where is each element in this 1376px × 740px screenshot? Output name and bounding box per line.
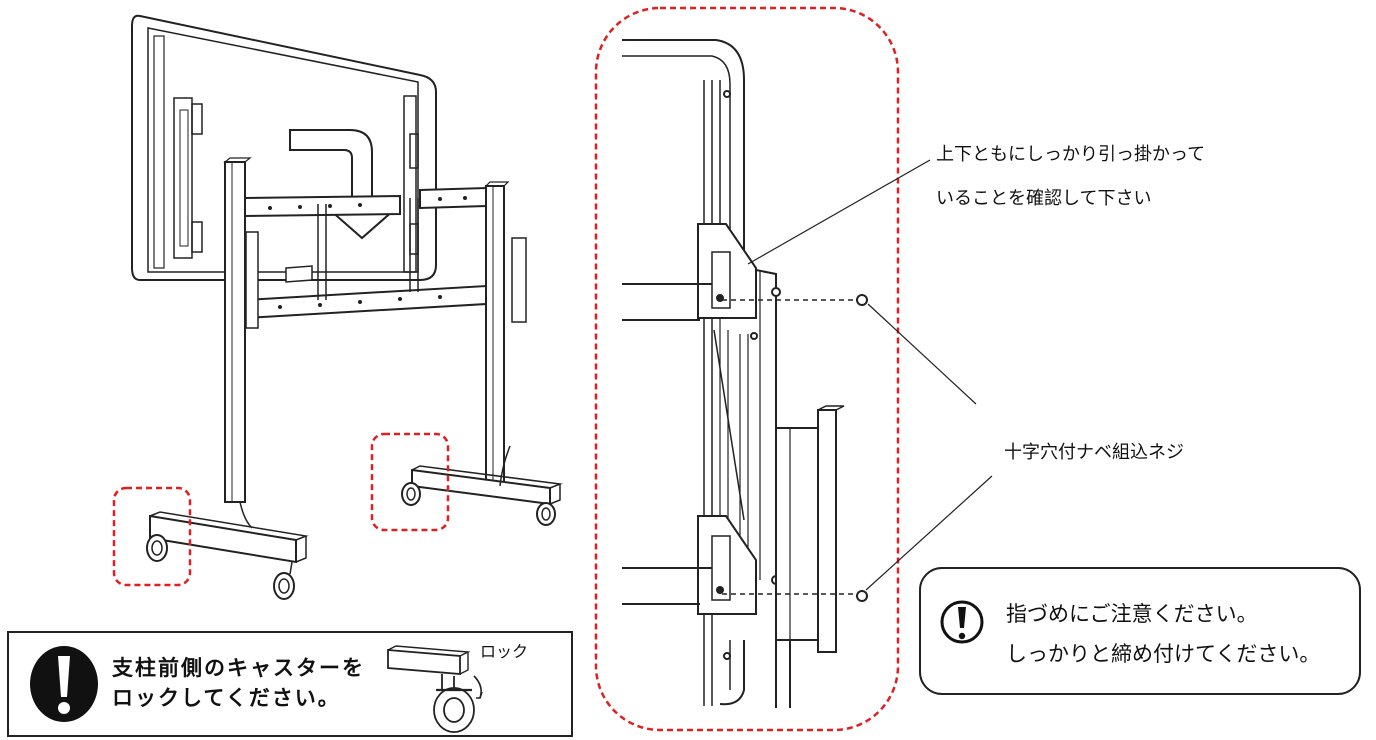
bracket-detail-illustration	[622, 39, 993, 708]
lock-notice-box	[7, 631, 573, 737]
caution-line1: 指づめにご注意ください。	[1006, 602, 1258, 626]
detail-highlight	[594, 6, 900, 732]
hook-check-line2: いることを確認して下さい	[936, 188, 1152, 209]
caster-lock-illustration	[387, 645, 483, 733]
caster-highlight-right	[370, 432, 450, 532]
caution-notice-box	[919, 567, 1361, 695]
lock-label: ロック	[480, 642, 529, 661]
display-stand-illustration	[131, 14, 563, 600]
lock-notice-line2: ロックしてください。	[112, 686, 341, 710]
hook-check-line1: 上下ともにしっかり引っ掛かって	[936, 144, 1206, 165]
exclamation-icon	[30, 646, 98, 722]
exclamation-circle-icon	[940, 600, 984, 644]
caution-line2: しっかりと締め付けてください。	[1006, 642, 1321, 666]
lock-notice-line1: 支柱前側のキャスターを	[112, 656, 365, 680]
screw-label: 十字穴付ナベ組込ネジ	[1004, 442, 1184, 463]
caster-highlight-left	[112, 486, 192, 587]
